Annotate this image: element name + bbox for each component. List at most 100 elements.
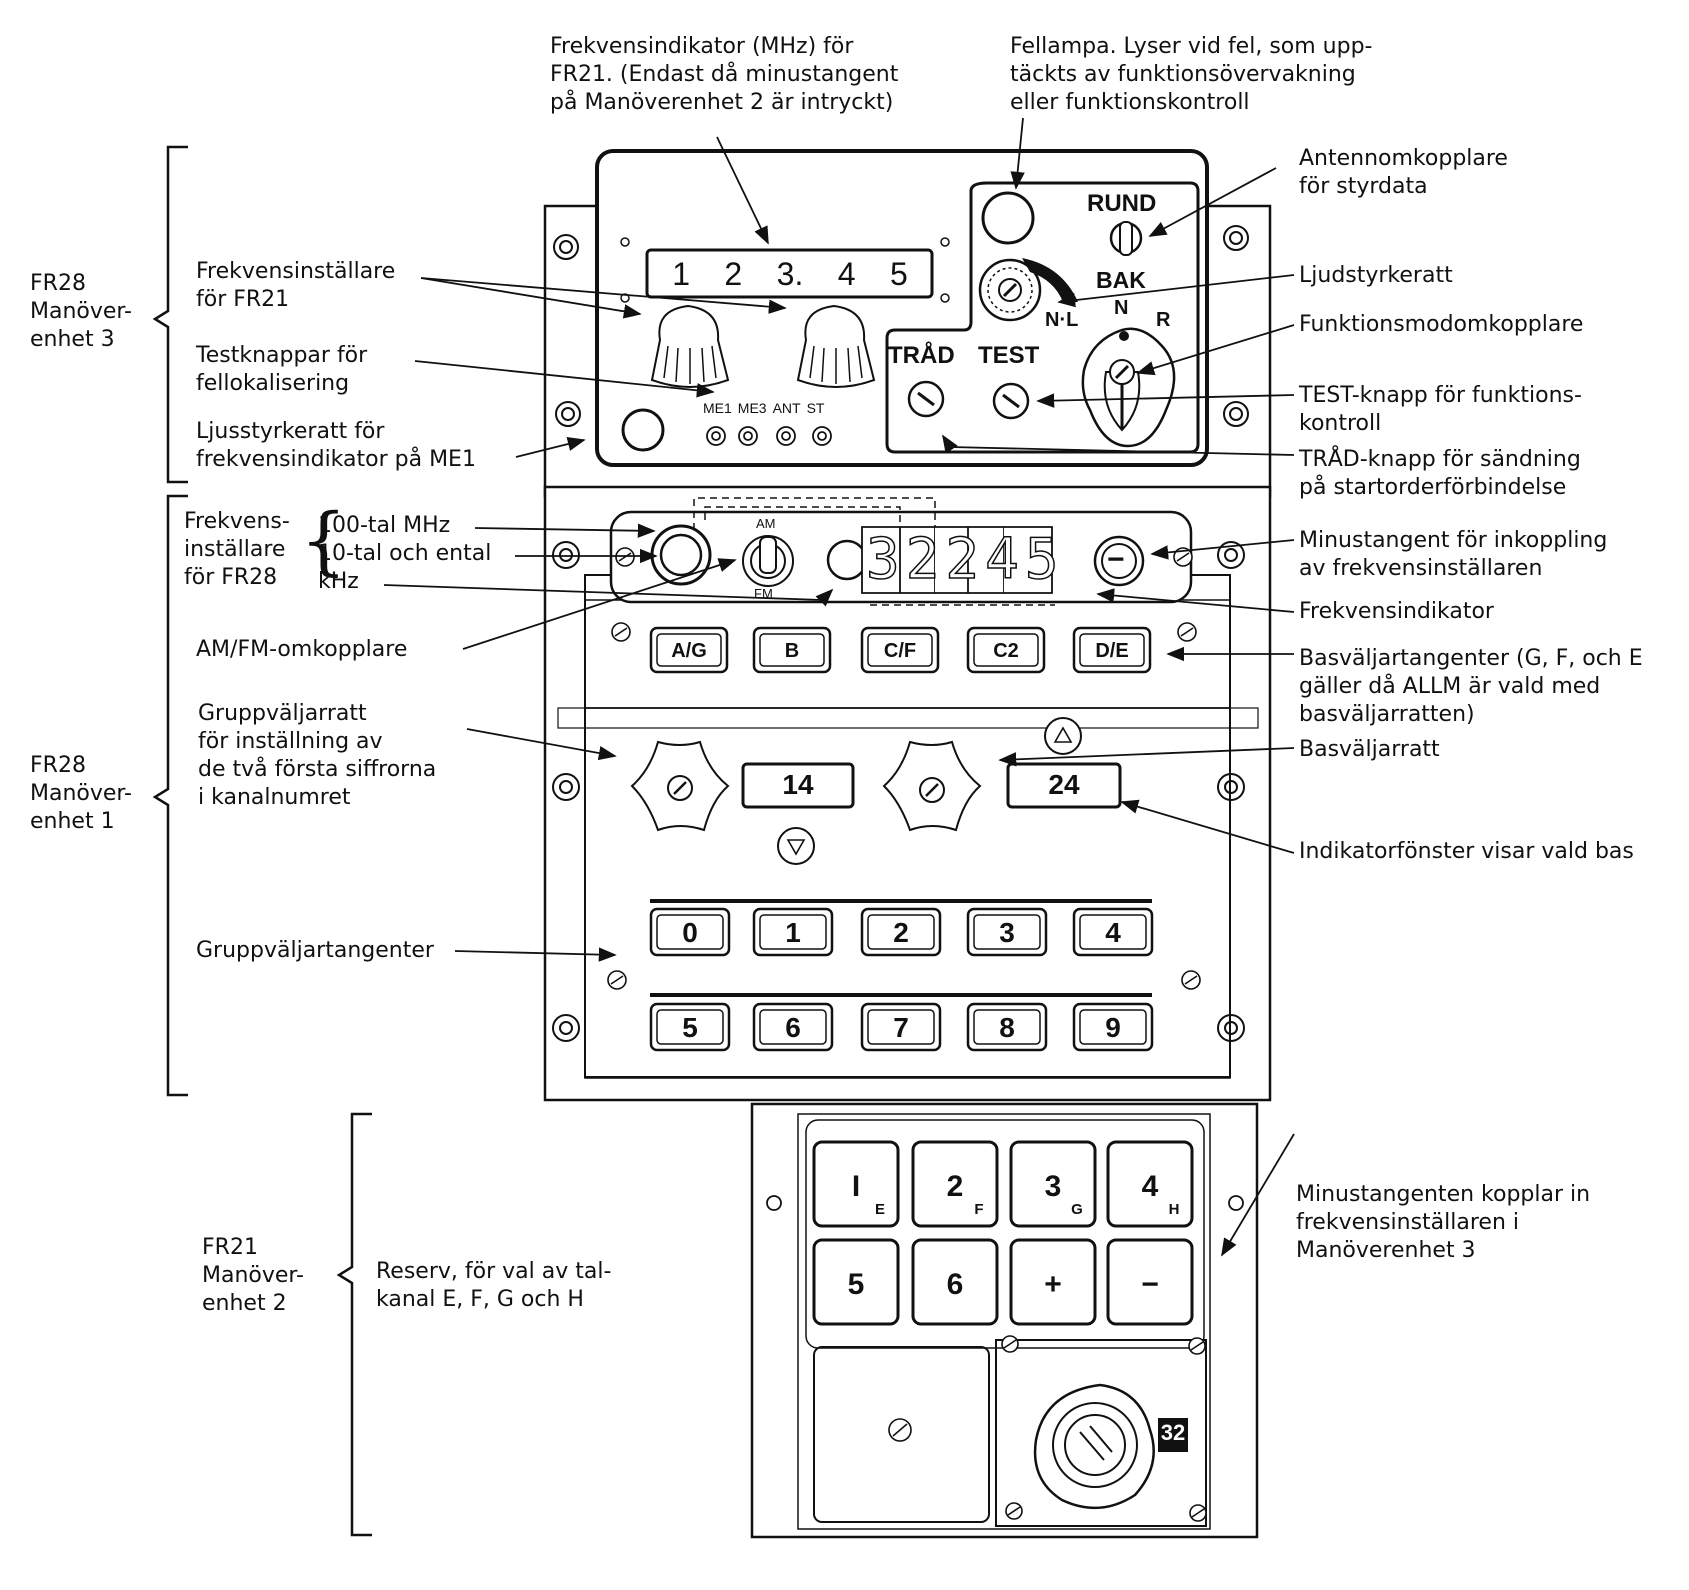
label-gruppvaljartangenter-line: Gruppväljartangenter xyxy=(196,938,434,963)
am-fm-toggle[interactable] xyxy=(742,535,794,587)
me2-key-5[interactable]: 5 xyxy=(812,1238,900,1326)
antenna-toggle[interactable] xyxy=(1109,221,1143,256)
me2-key-sublabel: E xyxy=(875,1201,885,1218)
group-key-3-label: 3 xyxy=(999,917,1015,948)
group-key-4[interactable]: 4 xyxy=(1072,907,1154,957)
group-key-7-label: 7 xyxy=(893,1012,909,1043)
group-key-8-label: 8 xyxy=(999,1012,1015,1043)
me2-dial[interactable] xyxy=(1033,1383,1188,1510)
label-bak: BAK xyxy=(1096,267,1146,293)
label-unit-me2-line: Manöver- xyxy=(202,1263,304,1288)
label-fellampa-line: Fellampa. Lyser vid fel, som upp- xyxy=(1010,34,1373,59)
label-basvaljartangenter-line: gäller då ALLM är vald med xyxy=(1299,674,1601,699)
label-gruppvaljartangenter: Gruppväljartangenter xyxy=(196,937,434,965)
bracket-me2 xyxy=(336,1112,372,1537)
function-mode-switch[interactable] xyxy=(1081,327,1176,448)
label-freq-ranges-line: 100-tal MHz xyxy=(318,513,451,538)
group-key-1[interactable]: 1 xyxy=(752,907,834,957)
base-button-b[interactable]: B xyxy=(752,626,832,674)
label-frekvensindikator: Frekvensindikator xyxy=(1299,598,1494,626)
me2-key-4[interactable]: 4H xyxy=(1106,1140,1194,1228)
group-selector-knob[interactable] xyxy=(630,740,730,832)
label-ljudstyrkeratt: Ljudstyrkeratt xyxy=(1299,262,1453,290)
label-freq-indicator-fr21-line: på Manöverenhet 2 är intryckt) xyxy=(550,90,894,115)
group-key-8[interactable]: 8 xyxy=(966,1002,1048,1052)
fr28-freq-knob[interactable] xyxy=(650,524,712,586)
base-button-c2[interactable]: C2 xyxy=(966,626,1046,674)
label-reserv: Reserv, för val av tal-kanal E, F, G och… xyxy=(376,1258,611,1314)
me2-key-6[interactable]: 6 xyxy=(911,1238,999,1326)
group-key-0-label: 0 xyxy=(682,917,698,948)
group-key-2[interactable]: 2 xyxy=(860,907,942,957)
brightness-knob[interactable] xyxy=(621,408,665,452)
dial-label: 32 xyxy=(1160,1420,1186,1445)
brace-fr28: { xyxy=(300,498,348,584)
me2-key-3[interactable]: 3G xyxy=(1009,1140,1097,1228)
group-key-6[interactable]: 6 xyxy=(752,1002,834,1052)
label-trad: TRÅD xyxy=(888,342,955,369)
label-freq-ranges-line: kHz xyxy=(318,569,359,594)
base-selector-knob[interactable] xyxy=(882,740,982,832)
group-key-3[interactable]: 3 xyxy=(966,907,1048,957)
group-window: 14 xyxy=(782,769,814,800)
group-key-2-label: 2 xyxy=(893,917,909,948)
base-button-d-e[interactable]: D/E xyxy=(1072,626,1152,674)
me2-key-1[interactable]: IE xyxy=(812,1140,900,1228)
label-minustangent-inkoppling-line: Minustangent för inkoppling xyxy=(1299,528,1608,553)
base-button-c-f[interactable]: C/F xyxy=(860,626,940,674)
fr28-small-button[interactable] xyxy=(826,539,868,581)
me2-key-2[interactable]: 2F xyxy=(911,1140,999,1228)
group-key-7[interactable]: 7 xyxy=(860,1002,942,1052)
me1-panel xyxy=(543,485,1272,1102)
test-jack-labels: ME1 ME3 ANT ST xyxy=(703,400,824,416)
test-button[interactable] xyxy=(992,382,1030,420)
label-indikatorfonster: Indikatorfönster visar vald bas xyxy=(1299,838,1634,866)
label-r: R xyxy=(1156,309,1171,331)
group-key-0[interactable]: 0 xyxy=(649,907,731,957)
label-st: ST xyxy=(806,400,825,416)
label-test: TEST xyxy=(978,342,1040,369)
me2-key-8[interactable]: − xyxy=(1106,1238,1194,1326)
label-freq-ranges-line: 10-tal och ental xyxy=(318,541,492,566)
fr21-digit: 2 xyxy=(724,255,743,292)
fr28-minus-button[interactable] xyxy=(1093,535,1145,587)
fr21-knob-left[interactable] xyxy=(650,304,730,388)
label-unit-me3-line: Manöver- xyxy=(30,299,132,324)
label-n: N xyxy=(1114,297,1129,319)
group-key-9[interactable]: 9 xyxy=(1072,1002,1154,1052)
label-freq-indicator-fr21-line: Frekvensindikator (MHz) för xyxy=(550,34,854,59)
up-arrow-icon xyxy=(1044,717,1082,755)
fr21-digit: 5 xyxy=(889,255,908,292)
fr21-knob-right[interactable] xyxy=(796,304,876,388)
label-reserv-line: Reserv, för val av tal- xyxy=(376,1259,612,1284)
fr28-minus-label: − xyxy=(1107,543,1125,576)
volume-knob[interactable] xyxy=(978,258,1078,322)
base-button-a-g[interactable]: A/G xyxy=(649,626,729,674)
group-key-5[interactable]: 5 xyxy=(649,1002,731,1052)
label-freq-ranges: 100-tal MHz 10-tal och ental kHz xyxy=(318,512,491,596)
label-trad-knapp-line: TRÅD-knapp för sändning xyxy=(1299,447,1581,472)
test-jacks[interactable] xyxy=(706,426,832,446)
me2-key-7[interactable]: + xyxy=(1009,1238,1097,1326)
down-arrow-icon xyxy=(777,827,815,865)
label-me1: ME1 xyxy=(703,400,732,416)
base-window: 24 xyxy=(1048,769,1080,800)
label-funktionsmodomkopplare: Funktionsmodomkopplare xyxy=(1299,311,1583,339)
label-unit-me1-line: FR28 xyxy=(30,753,86,778)
fr28-display-text: 32245 xyxy=(865,527,1065,592)
base-button-c2-label: C2 xyxy=(993,640,1019,662)
label-minustangenten-kopplar-line: Minustangenten kopplar in xyxy=(1296,1182,1591,1207)
label-fellampa-line: eller funktionskontroll xyxy=(1010,90,1250,115)
trad-button[interactable] xyxy=(907,380,945,418)
base-button-d-e-label: D/E xyxy=(1095,640,1128,662)
label-ljusstyrkeratt-line: Ljusstyrkeratt för xyxy=(196,419,385,444)
